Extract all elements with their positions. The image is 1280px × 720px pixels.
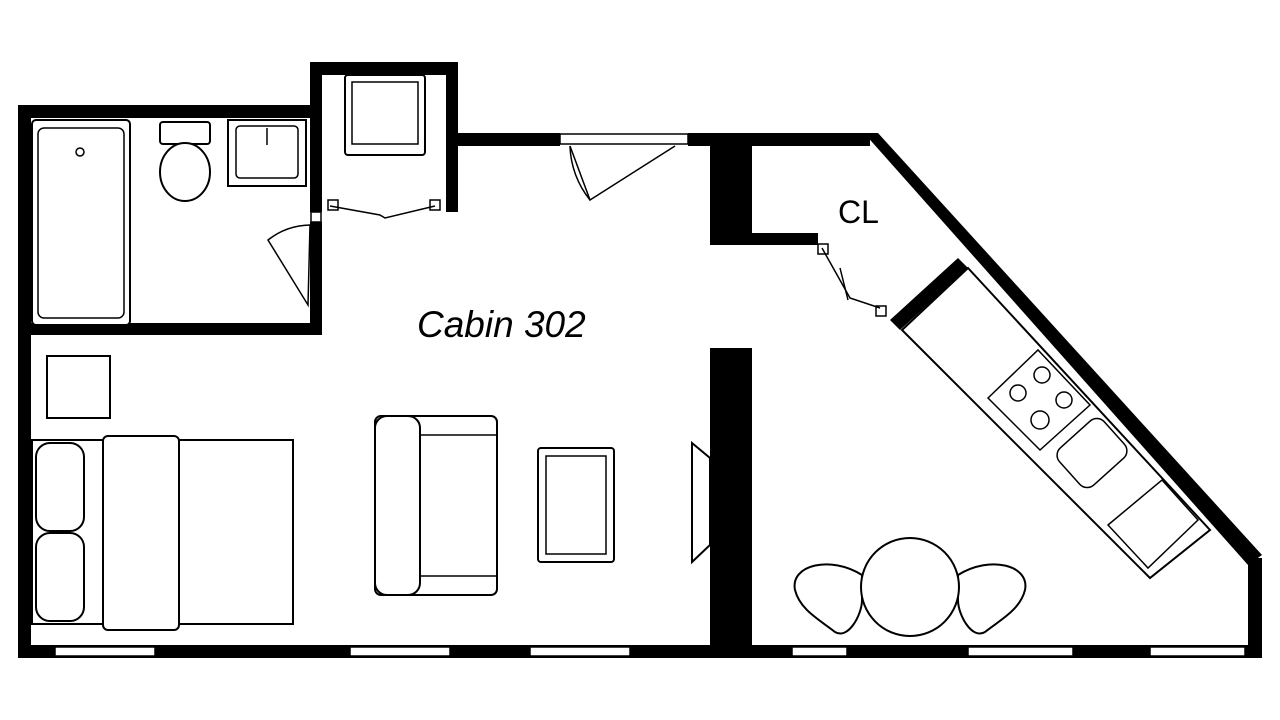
windows	[54, 133, 1246, 657]
bathroom-sink	[227, 119, 307, 187]
dishwasher	[1106, 478, 1200, 570]
bed	[31, 435, 294, 631]
closet-appliance	[344, 74, 426, 156]
nightstand	[46, 355, 111, 419]
sofa	[374, 415, 498, 596]
room-label: Cabin 302	[417, 304, 586, 345]
bathtub	[31, 119, 131, 326]
walls	[18, 62, 1262, 658]
toilet	[159, 121, 211, 202]
kitchen-sink	[1056, 417, 1128, 489]
stove	[986, 348, 1092, 452]
dining-set	[793, 537, 1027, 637]
kitchen-counter	[900, 266, 1212, 580]
closet-label: CL	[838, 194, 879, 230]
doors	[267, 145, 887, 317]
tv	[691, 440, 711, 565]
coffee-table	[537, 447, 615, 563]
